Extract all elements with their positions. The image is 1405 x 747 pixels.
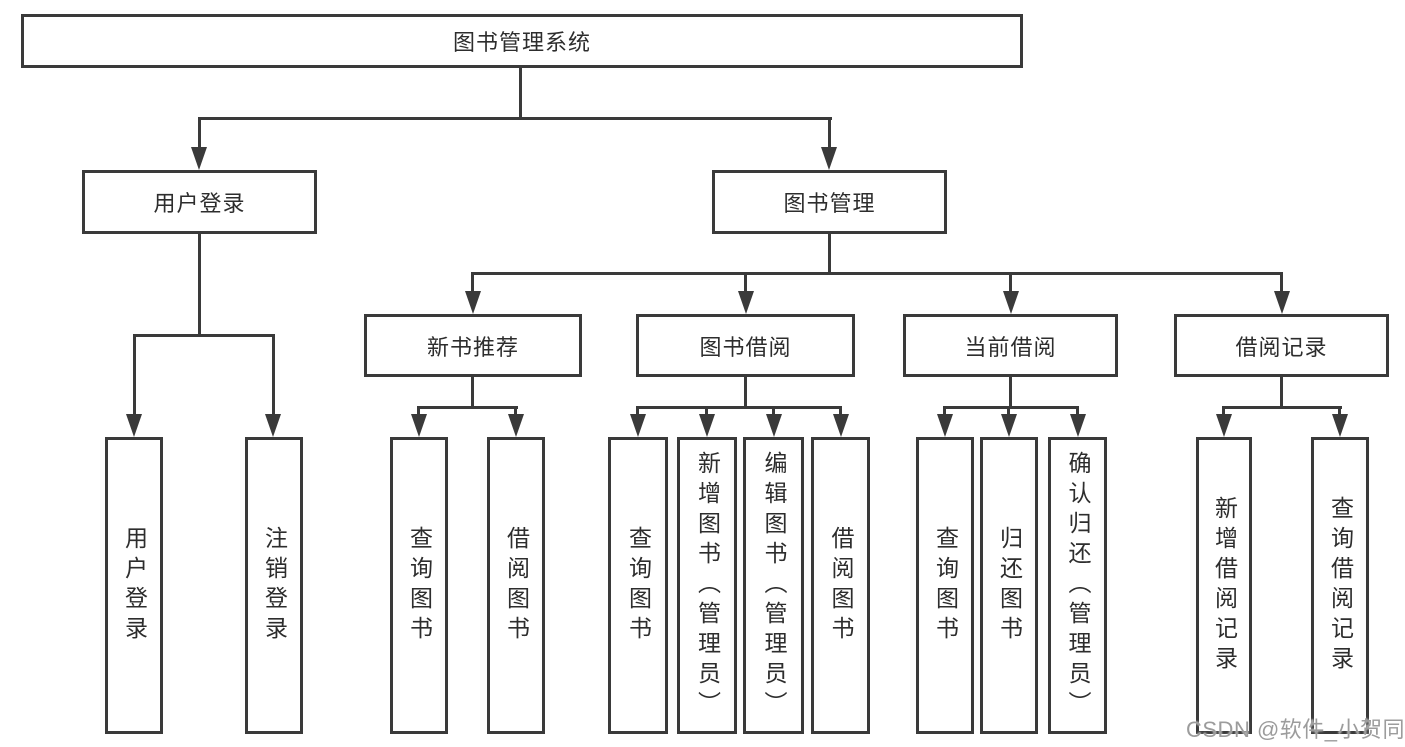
connector-line: [514, 406, 517, 418]
connector-line: [944, 406, 1079, 409]
arrow-down-icon: [465, 291, 481, 314]
arrow-down-icon: [1274, 291, 1290, 314]
connector-line: [943, 406, 946, 418]
connector-line: [1076, 406, 1079, 418]
leaf-query-books-current-label: 查询图书: [932, 525, 959, 646]
connector-line: [198, 117, 832, 120]
leaf-edit-books-admin-label: 编辑图书（管理员）: [761, 450, 787, 721]
leaf-confirm-return-admin-label: 确认归还（管理员）: [1065, 450, 1091, 721]
arrow-down-icon: [821, 147, 837, 170]
arrow-down-icon: [630, 414, 646, 437]
leaf-return-books: 归还图书: [980, 437, 1038, 734]
leaf-edit-books-admin: 编辑图书（管理员）: [743, 437, 804, 734]
connector-line: [133, 334, 275, 337]
arrow-down-icon: [126, 414, 142, 437]
connector-line: [1009, 377, 1012, 408]
connector-line: [471, 377, 474, 408]
node-book-management: 图书管理: [712, 170, 947, 234]
leaf-query-books-recommend-label: 查询图书: [406, 525, 433, 646]
leaf-query-books-borrowing-label: 查询图书: [625, 525, 652, 646]
connector-line: [198, 233, 201, 336]
connector-line: [1009, 272, 1012, 294]
leaf-query-borrow-record: 查询借阅记录: [1311, 437, 1369, 734]
arrow-down-icon: [1332, 414, 1348, 437]
connector-line: [417, 406, 420, 418]
leaf-logout-login-label: 注销登录: [261, 525, 288, 646]
connector-line: [772, 406, 775, 418]
leaf-user-login-label: 用户登录: [121, 525, 148, 646]
leaf-add-books-admin-label: 新增图书（管理员）: [694, 450, 721, 721]
connector-line: [472, 272, 1283, 275]
connector-line: [1222, 406, 1225, 418]
arrow-down-icon: [1003, 291, 1019, 314]
leaf-borrow-books-recommend-label: 借阅图书: [503, 525, 530, 646]
connector-line: [272, 334, 275, 416]
connector-line: [519, 67, 522, 119]
connector-line: [637, 406, 842, 409]
leaf-return-books-label: 归还图书: [996, 525, 1023, 646]
connector-line: [1007, 406, 1010, 418]
node-borrowing-records: 借阅记录: [1174, 314, 1389, 377]
leaf-query-books-current: 查询图书: [916, 437, 974, 734]
arrow-down-icon: [937, 414, 953, 437]
connector-line: [744, 377, 747, 408]
leaf-query-borrow-record-label: 查询借阅记录: [1327, 495, 1354, 676]
arrow-down-icon: [1001, 414, 1017, 437]
arrow-down-icon: [1070, 414, 1086, 437]
node-current-borrowing: 当前借阅: [903, 314, 1118, 377]
arrow-down-icon: [699, 414, 715, 437]
connector-line: [471, 272, 474, 294]
arrow-down-icon: [1216, 414, 1232, 437]
node-book-borrowing: 图书借阅: [636, 314, 855, 377]
arrow-down-icon: [766, 414, 782, 437]
connector-line: [636, 406, 639, 418]
leaf-query-books-recommend: 查询图书: [390, 437, 448, 734]
leaf-add-books-admin: 新增图书（管理员）: [677, 437, 737, 734]
connector-line: [418, 406, 518, 409]
connector-line: [744, 272, 747, 294]
arrow-down-icon: [833, 414, 849, 437]
connector-line: [1280, 272, 1283, 294]
arrow-down-icon: [508, 414, 524, 437]
node-new-book-recommendation: 新书推荐: [364, 314, 582, 377]
leaf-user-login: 用户登录: [105, 437, 163, 734]
arrow-down-icon: [738, 291, 754, 314]
connector-line: [133, 334, 136, 416]
leaf-query-books-borrowing: 查询图书: [608, 437, 668, 734]
connector-line: [828, 117, 831, 149]
leaf-add-borrow-record-label: 新增借阅记录: [1211, 495, 1238, 676]
connector-line: [1338, 406, 1341, 418]
connector-line: [828, 233, 831, 275]
leaf-add-borrow-record: 新增借阅记录: [1196, 437, 1252, 734]
connector-line: [1280, 377, 1283, 408]
leaf-borrow-books-borrowing: 借阅图书: [811, 437, 870, 734]
node-user-login: 用户登录: [82, 170, 317, 234]
arrow-down-icon: [191, 147, 207, 170]
leaf-confirm-return-admin: 确认归还（管理员）: [1048, 437, 1107, 734]
connector-line: [839, 406, 842, 418]
arrow-down-icon: [265, 414, 281, 437]
watermark: CSDN @软件_小贺同学: [1186, 717, 1405, 742]
leaf-borrow-books-borrowing-label: 借阅图书: [828, 525, 854, 646]
connector-line: [1223, 406, 1342, 409]
arrow-down-icon: [411, 414, 427, 437]
connector-line: [705, 406, 708, 418]
connector-line: [198, 117, 201, 149]
leaf-borrow-books-recommend: 借阅图书: [487, 437, 545, 734]
leaf-logout-login: 注销登录: [245, 437, 303, 734]
node-library-management-system: 图书管理系统: [21, 14, 1023, 68]
